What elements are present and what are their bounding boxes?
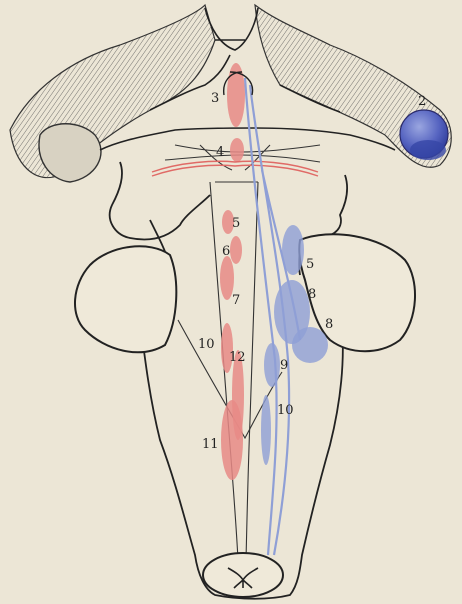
label-2: 2: [418, 94, 426, 109]
label-4: 4: [216, 145, 224, 160]
nucleus-6: [230, 236, 242, 264]
label-5-right: 5: [306, 257, 314, 272]
optic-ball-shadow: [410, 140, 446, 160]
nucleus-10-left: [221, 323, 233, 373]
label-8-upper: 8: [308, 287, 316, 302]
nucleus-4: [230, 138, 244, 162]
label-9: 9: [280, 358, 288, 373]
sensory-nucleus-8-lower: [292, 327, 328, 363]
sensory-nucleus-10: [261, 395, 271, 465]
label-8-lower: 8: [325, 317, 333, 332]
nucleus-11: [221, 400, 243, 480]
label-5-left: 5: [232, 216, 240, 231]
label-6: 6: [222, 244, 230, 259]
label-7: 7: [232, 293, 240, 308]
label-12: 12: [229, 350, 246, 365]
label-10-right: 10: [277, 403, 294, 418]
sensory-nucleus-9: [264, 343, 280, 387]
spinal-cord-section: [203, 553, 283, 597]
label-10-left: 10: [198, 337, 215, 352]
sensory-nucleus-5: [282, 225, 304, 275]
label-11: 11: [202, 437, 219, 452]
label-3: 3: [211, 91, 219, 106]
